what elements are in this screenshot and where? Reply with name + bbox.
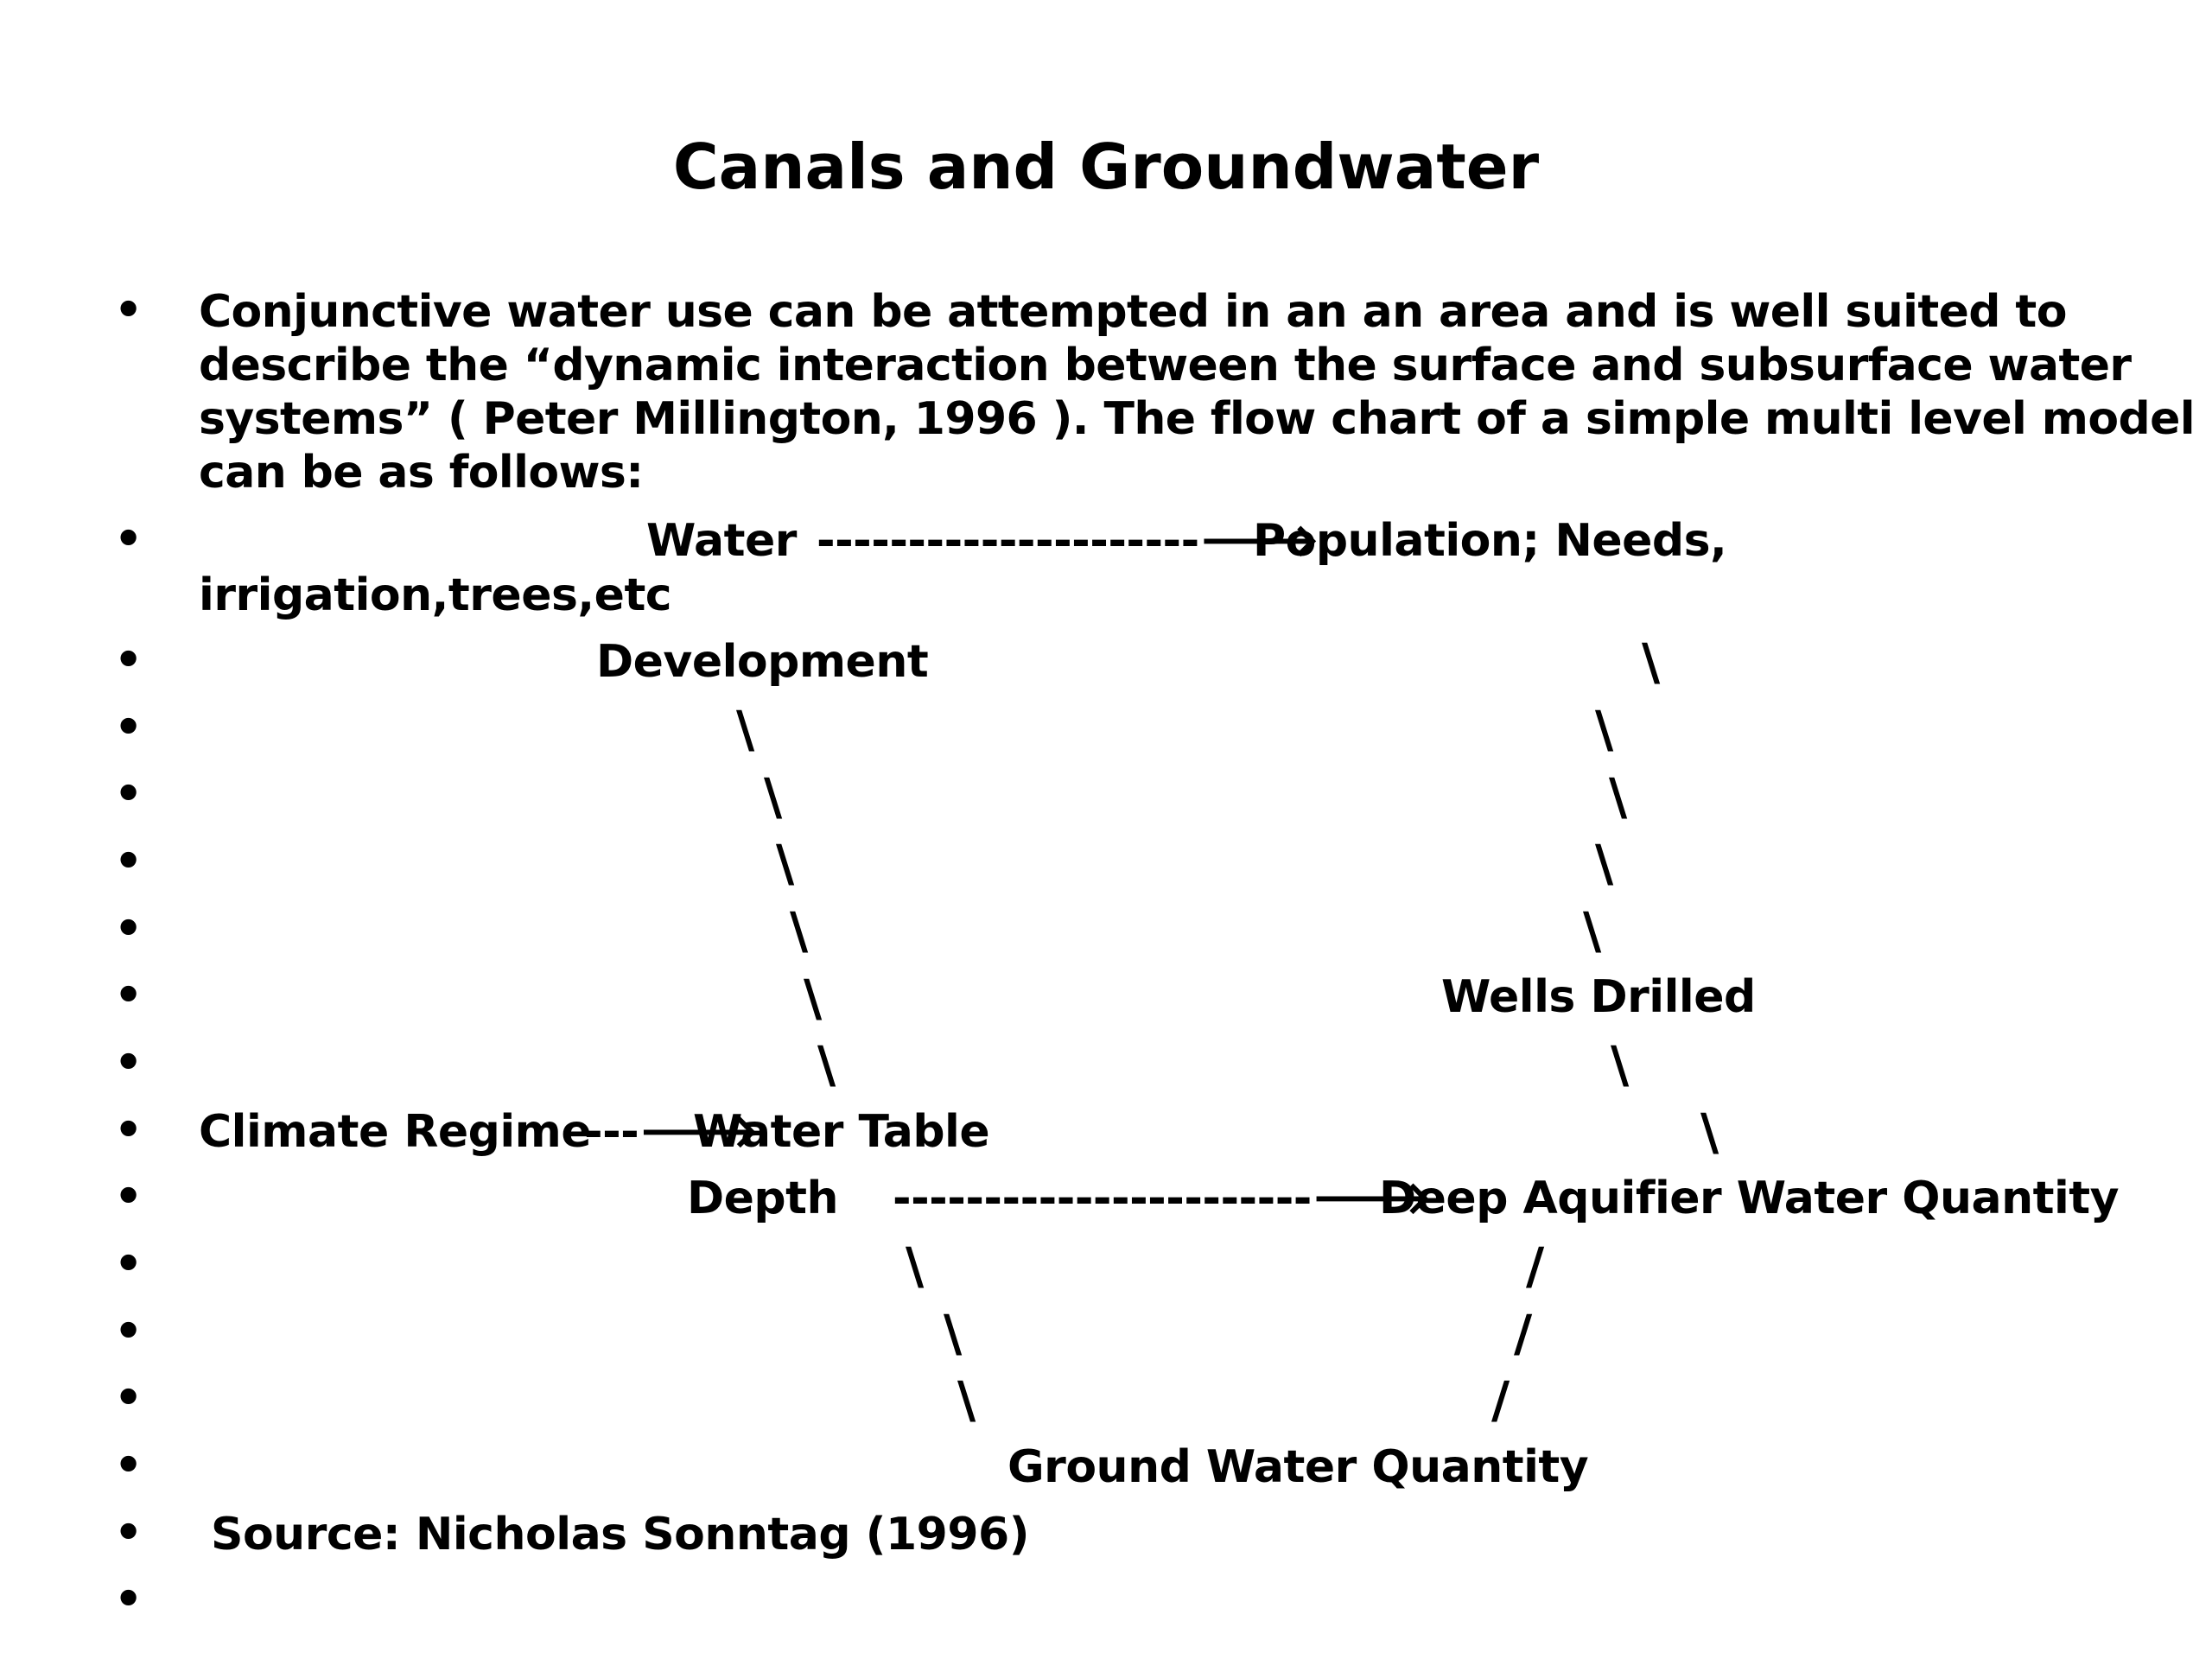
arrow-depth-to-deep-aquifier: -----------------------🡒	[893, 1173, 1432, 1224]
intro-line: systems” ( Peter Millington, 1996 ). The…	[199, 393, 2196, 445]
connector-slash: /	[1514, 1304, 1533, 1363]
connector-backslash: \	[1700, 1103, 1719, 1161]
label-water: Water	[646, 515, 797, 567]
bullet: •	[114, 1104, 143, 1156]
connector-backslash: \	[804, 969, 823, 1027]
connector-backslash: \	[957, 1370, 976, 1429]
label-climate-regime: Climate Regime	[199, 1106, 592, 1158]
connector-backslash: \	[1609, 767, 1628, 826]
bullet: •	[114, 1238, 143, 1290]
bullet: •	[114, 284, 143, 336]
connector-slash: /	[1526, 1236, 1545, 1295]
bullet: •	[114, 702, 143, 753]
bullet: •	[114, 1573, 143, 1625]
slide-title: Canals and Groundwater	[672, 130, 1540, 203]
connector-backslash: \	[817, 1035, 836, 1094]
bullet: •	[114, 1171, 143, 1223]
intro-line: describe the “dynamic interaction betwee…	[199, 340, 2132, 391]
connector-slash: /	[1491, 1370, 1510, 1429]
bullet: •	[114, 1306, 143, 1357]
arrow-climate-to-water-table: ---🡒	[584, 1106, 760, 1158]
connector-backslash: \	[1583, 901, 1602, 960]
connector-backslash: \	[736, 700, 755, 759]
label-wells-drilled: Wells Drilled	[1441, 971, 1756, 1023]
bullet: •	[114, 836, 143, 887]
connector-backslash: \	[906, 1236, 925, 1295]
bullet: •	[114, 513, 143, 565]
connector-backslash: \	[1642, 632, 1661, 691]
connector-backslash: \	[764, 767, 783, 826]
connector-backslash: \	[944, 1304, 963, 1363]
source-citation: Source: Nicholas Sonntag (1996)	[211, 1509, 1029, 1560]
label-population-needs: Population; Needs,	[1253, 515, 1727, 567]
bullet: •	[114, 634, 143, 686]
connector-backslash: \	[1611, 1035, 1630, 1094]
bullet: •	[114, 1507, 143, 1559]
label-water-table: Water Table	[693, 1106, 990, 1158]
connector-backslash: \	[790, 901, 809, 960]
label-ground-water-quantity: Ground Water Quantity	[1007, 1441, 1589, 1493]
connector-backslash: \	[1595, 834, 1614, 893]
label-irrigation: irrigation,trees,etc	[199, 569, 672, 621]
label-deep-aquifier: Deep Aquifier Water Quantity	[1379, 1173, 2120, 1224]
bullet: •	[114, 1372, 143, 1424]
label-depth: Depth	[687, 1173, 839, 1224]
connector-backslash: \	[1595, 700, 1614, 759]
bullet: •	[114, 1037, 143, 1089]
bullet: •	[114, 969, 143, 1021]
intro-line: can be as follows:	[199, 447, 644, 499]
label-development: Development	[596, 636, 929, 688]
intro-line: Conjunctive water use can be attempted i…	[199, 286, 2067, 338]
bullet: •	[114, 1440, 143, 1491]
bullet: •	[114, 768, 143, 820]
intro-paragraph: Conjunctive water use can be attempted i…	[199, 285, 2196, 499]
arrow-water-to-population: ---------------------🡒	[817, 515, 1319, 567]
bullet: •	[114, 903, 143, 955]
connector-backslash: \	[776, 834, 795, 893]
